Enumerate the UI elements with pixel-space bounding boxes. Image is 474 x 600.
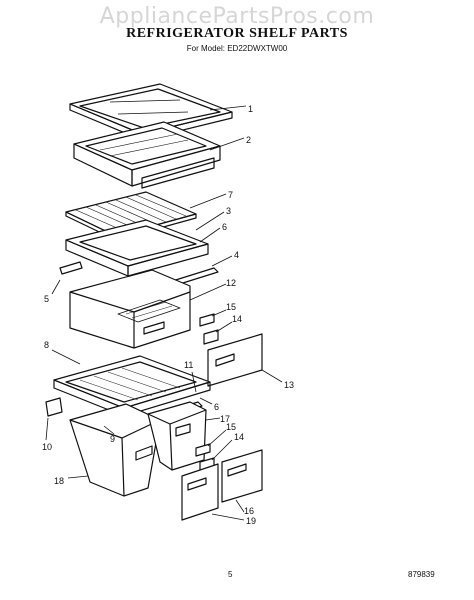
part-cover-frame xyxy=(65,219,209,277)
callout-7: 7 xyxy=(228,190,233,200)
callout-10: 10 xyxy=(42,442,52,452)
callout-12: 12 xyxy=(226,278,236,288)
reference-code: 879839 xyxy=(408,570,435,579)
callout-6-lower: 6 xyxy=(214,402,219,412)
callout-6-upper: 6 xyxy=(222,222,227,232)
part-drawer-front-lower xyxy=(181,449,263,521)
callout-16: 16 xyxy=(244,506,254,516)
part-crisper-pan-lower-left xyxy=(69,403,161,497)
callout-5: 5 xyxy=(44,294,49,304)
part-drawer-front-upper xyxy=(207,333,263,387)
callout-2: 2 xyxy=(246,135,251,145)
callout-4: 4 xyxy=(234,250,239,260)
model-subtitle: For Model: ED22DWXTW00 xyxy=(186,44,288,53)
part-crisper-pan-lower-right xyxy=(147,401,207,471)
page-number: 5 xyxy=(228,570,233,579)
part-slide-bracket-upper xyxy=(199,313,219,345)
callout-13: 13 xyxy=(284,380,294,390)
callout-11: 11 xyxy=(184,360,193,370)
callout-18: 18 xyxy=(54,476,64,486)
callout-3: 3 xyxy=(226,206,231,216)
callout-14-lower: 14 xyxy=(234,432,244,442)
diagram-title: REFRIGERATOR SHELF PARTS xyxy=(126,26,348,41)
callout-15-upper: 15 xyxy=(226,302,236,312)
callout-19: 19 xyxy=(246,516,256,526)
callout-17: 17 xyxy=(220,414,230,424)
callout-15-lower: 15 xyxy=(226,422,236,432)
callout-14-upper: 14 xyxy=(232,314,242,324)
callout-1: 1 xyxy=(248,104,253,114)
callout-9: 9 xyxy=(110,434,115,444)
part-shelf-frame xyxy=(73,121,221,189)
part-wire-shelf xyxy=(65,191,197,241)
watermark: AppliancePartsPros.com xyxy=(99,4,375,29)
leader-lines xyxy=(45,105,283,521)
part-crisper-pan-upper xyxy=(69,269,191,349)
callout-labels: 1 2 7 3 6 4 5 12 15 14 8 11 13 6 10 9 17… xyxy=(42,104,294,526)
callout-8: 8 xyxy=(44,340,49,350)
